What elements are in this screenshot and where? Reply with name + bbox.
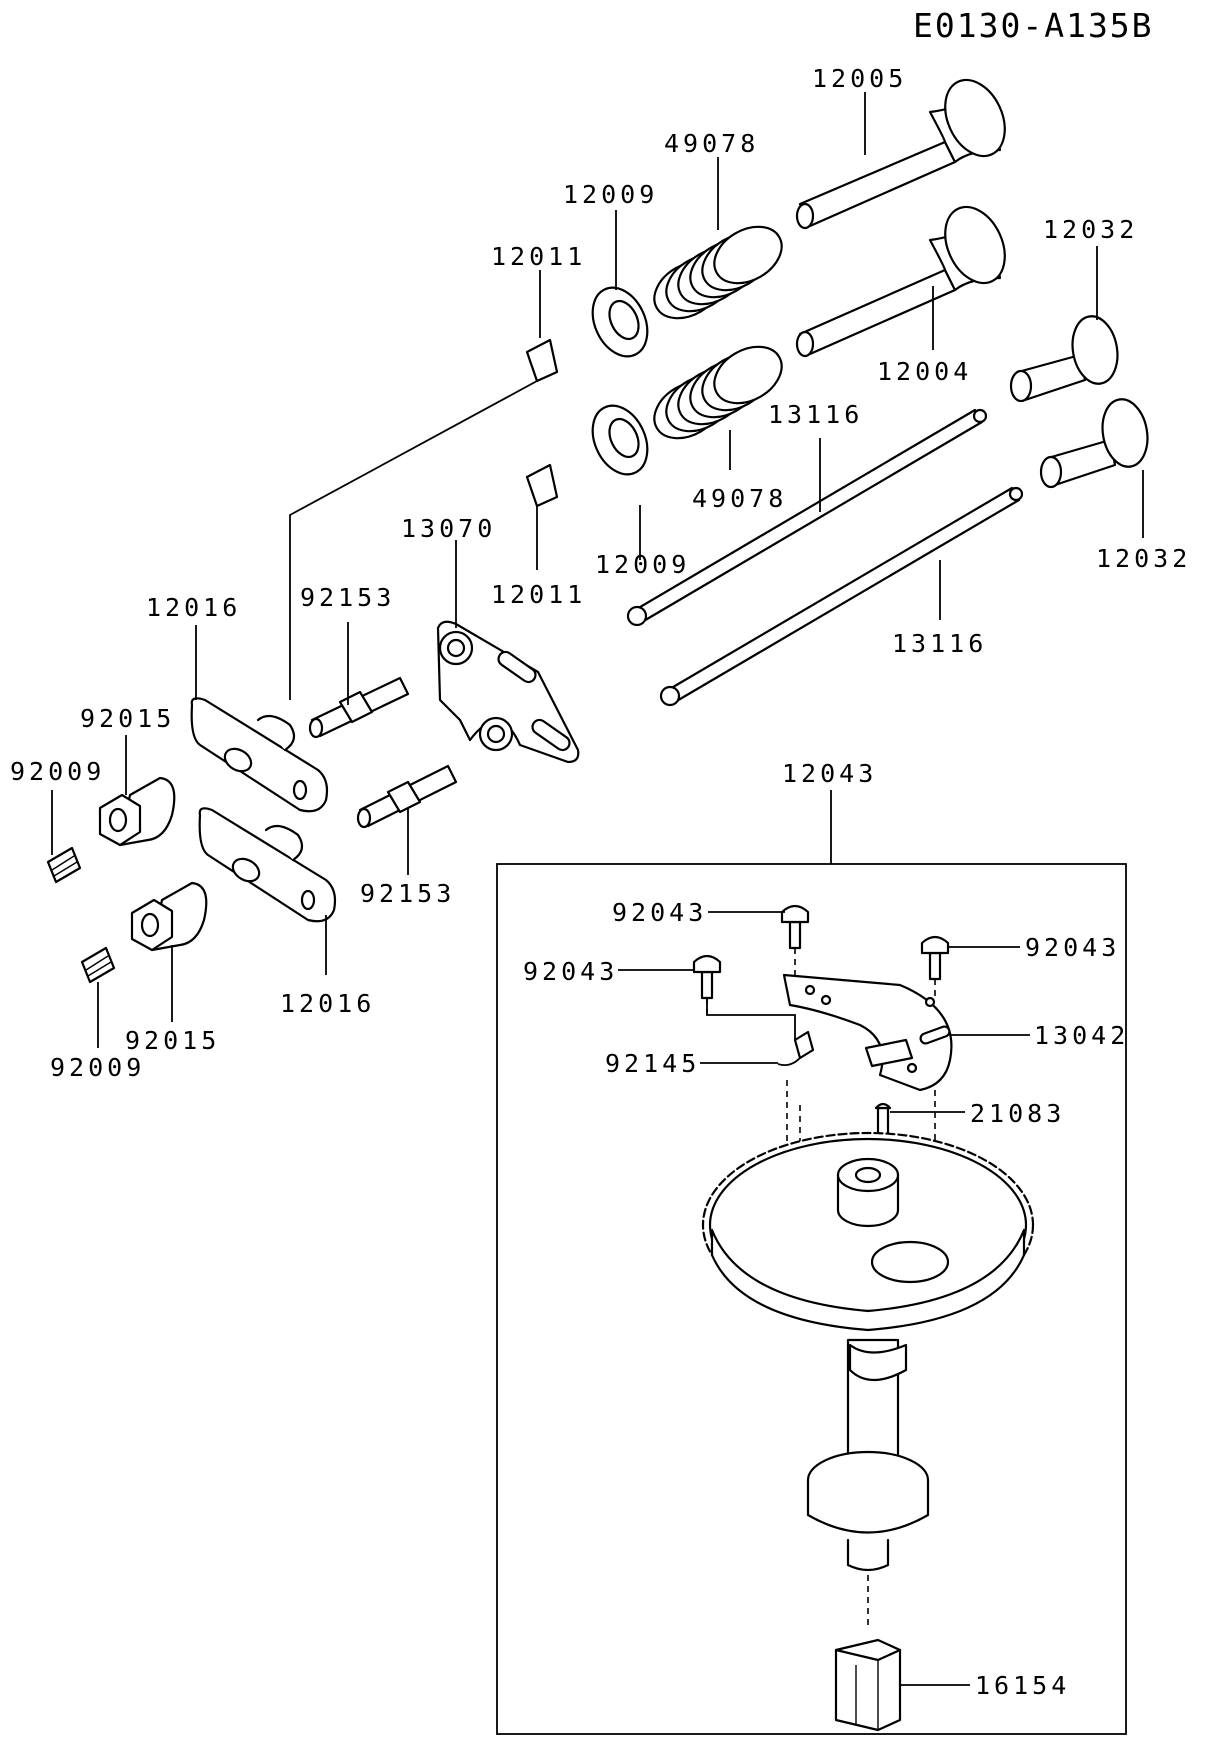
callout-12005: 12005 — [812, 64, 907, 93]
callout-13070: 13070 — [401, 514, 496, 543]
callout-12011-lower: 12011 — [491, 580, 586, 609]
callout-49078-upper: 49078 — [664, 129, 759, 158]
bolt-right — [920, 935, 950, 981]
callout-21083: 21083 — [970, 1099, 1065, 1128]
callout-12043: 12043 — [782, 759, 877, 788]
callout-12009-lower: 12009 — [595, 550, 690, 579]
adjust-nut-lower — [130, 881, 208, 952]
callout-16154: 16154 — [975, 1671, 1070, 1700]
retainer-upper — [591, 286, 649, 358]
valve-12004 — [795, 205, 1006, 358]
set-screw-lower — [80, 946, 116, 984]
callout-12032-lower: 12032 — [1096, 544, 1191, 573]
callout-13116-upper: 13116 — [768, 400, 863, 429]
callout-92043-right: 92043 — [1025, 933, 1120, 962]
push-rod-upper — [626, 408, 988, 627]
callout-12032-upper: 12032 — [1043, 215, 1138, 244]
bolt-left — [692, 954, 722, 1000]
adjust-nut-upper — [98, 776, 176, 847]
rocker-arm-lower — [198, 807, 337, 923]
stud-upper — [308, 676, 410, 739]
callout-12004: 12004 — [877, 357, 972, 386]
callout-92043-top: 92043 — [612, 898, 707, 927]
guide-plate — [436, 620, 580, 764]
callout-92009-upper: 92009 — [10, 757, 105, 786]
spring-upper — [653, 225, 783, 320]
callout-12011-upper: 12011 — [491, 242, 586, 271]
callout-92015-upper: 92015 — [80, 704, 175, 733]
collet-upper — [525, 338, 559, 383]
governor-plate — [782, 973, 953, 1092]
push-rod-lower — [659, 486, 1024, 707]
pump-rotor — [834, 1638, 902, 1732]
callout-12009-upper: 12009 — [563, 180, 658, 209]
cam-gear — [701, 1131, 1035, 1332]
callout-92015-lower: 92015 — [125, 1026, 220, 1055]
stud-lower — [356, 764, 458, 829]
callout-92043-left: 92043 — [523, 957, 618, 986]
rocker-arm-upper — [190, 697, 329, 813]
callout-49078-lower: 49078 — [692, 484, 787, 513]
set-screw-upper — [46, 846, 82, 884]
callout-13042: 13042 — [1034, 1021, 1129, 1050]
callout-92153-lower: 92153 — [360, 879, 455, 908]
callout-13116-lower: 13116 — [892, 629, 987, 658]
tappet-lower — [1039, 398, 1149, 489]
camshaft-assembly-box — [496, 863, 1127, 1735]
diagram-code: E0130-A135B — [913, 6, 1154, 45]
callout-92153-upper: 92153 — [300, 583, 395, 612]
retainer-lower — [591, 404, 649, 476]
spring-pin — [777, 1030, 815, 1067]
callout-92009-lower: 92009 — [50, 1053, 145, 1082]
valve-12005 — [795, 78, 1006, 230]
spring-lower — [653, 345, 783, 440]
bolt-upper — [780, 904, 810, 950]
callout-12016-lower: 12016 — [280, 989, 375, 1018]
collet-lower — [525, 463, 559, 508]
callout-92145: 92145 — [605, 1049, 700, 1078]
callout-12016-upper: 12016 — [146, 593, 241, 622]
tappet-upper — [1009, 315, 1119, 403]
camshaft — [806, 1338, 930, 1572]
